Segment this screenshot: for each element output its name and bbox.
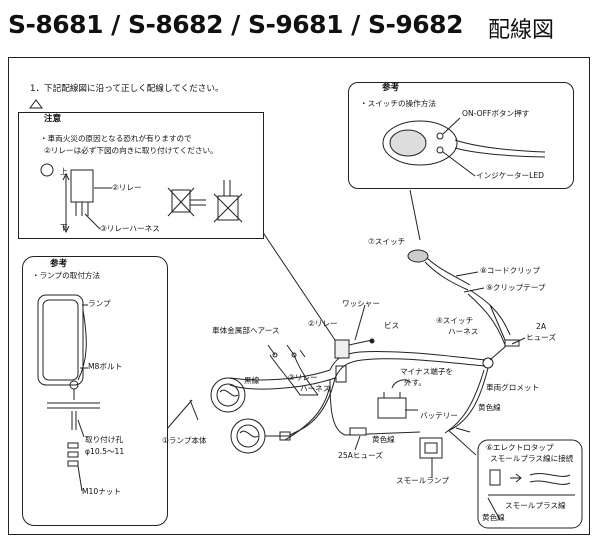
screw-label: ビス bbox=[384, 321, 400, 330]
relay-harness-label-1: ③リレー bbox=[288, 373, 318, 382]
yellow-wire-label-2: 黄色線 bbox=[372, 435, 395, 444]
caution-down-label: 下 bbox=[60, 223, 68, 232]
lamp-body-label: ①ランプ本体 bbox=[162, 436, 207, 445]
yellow-wire-label-3: 黄色線 bbox=[482, 513, 505, 522]
fuse-2a-label-2: ヒューズ bbox=[526, 333, 556, 342]
caution-up-label: 上 bbox=[60, 167, 68, 176]
lamp-ref-hole-label: 取り付け孔 bbox=[85, 435, 123, 444]
caution-heading: 注意 bbox=[44, 114, 62, 124]
etap-label-1: ⑥エレクトロタップ bbox=[486, 443, 554, 452]
battery-label: バッテリー bbox=[420, 411, 458, 420]
cord-clip-label: ⑧コードクリップ bbox=[480, 266, 540, 275]
caution-relay-harness-label: ③リレーハーネス bbox=[100, 224, 160, 233]
diagram-frame bbox=[8, 57, 590, 535]
black-wire-label: 黒線 bbox=[244, 376, 260, 385]
relay-label: ②リレー bbox=[308, 319, 338, 328]
switch-label: ⑦スイッチ bbox=[368, 237, 406, 246]
page-subtitle: 配線図 bbox=[488, 18, 555, 43]
caution-line-2: ②リレーは必ず下図の向きに取り付けてください。 bbox=[44, 146, 218, 155]
fuse-2a-label-1: 2A bbox=[536, 322, 547, 331]
lamp-ref-heading: 参考 bbox=[50, 259, 68, 269]
caution-line-1: ・車両火災の原因となる恐れが有りますので bbox=[40, 134, 192, 143]
body-ground-label: 車体金属部へアース bbox=[212, 326, 280, 335]
fuse-25a-label: 25Aヒューズ bbox=[338, 451, 383, 460]
page-title: S-8681 / S-8682 / S-9681 / S-9682 bbox=[8, 10, 463, 39]
minus-terminal-label-1: マイナス端子を bbox=[400, 367, 454, 376]
small-lamp-label: スモールランプ bbox=[396, 476, 449, 485]
lamp-ref-subtitle: ・ランプの取付方法 bbox=[32, 271, 101, 280]
small-plus-wire-label: スモールプラス線 bbox=[505, 501, 566, 510]
caution-relay-label: ②リレー bbox=[112, 183, 142, 192]
caution-box bbox=[18, 112, 264, 239]
grommet-label: 車両グロメット bbox=[486, 383, 540, 392]
yellow-wire-label-1: 黄色線 bbox=[478, 403, 501, 412]
switch-ref-led-label: インジケーターLED bbox=[476, 171, 545, 180]
instruction-text: 1．下記配線図に沿って正しく配線してください。 bbox=[30, 84, 224, 94]
switch-harness-label-2: ハーネス bbox=[448, 327, 479, 336]
relay-harness-label-2: ハーネス bbox=[300, 384, 331, 393]
lamp-ref-hole-size: φ10.5～11 bbox=[85, 447, 125, 456]
switch-ref-button-label: ON-OFFボタン押す bbox=[462, 109, 530, 118]
etap-label-2: スモールプラス線に接続 bbox=[490, 454, 574, 463]
lamp-ref-lamp-label: ランプ bbox=[88, 299, 111, 308]
minus-terminal-label-2: 外す。 bbox=[404, 378, 427, 387]
clip-tape-label: ⑨クリップテープ bbox=[486, 283, 546, 292]
washer-label: ワッシャー bbox=[342, 299, 380, 308]
switch-harness-label-1: ④スイッチ bbox=[436, 316, 474, 325]
lamp-ref-bolt-label: M8ボルト bbox=[88, 362, 123, 371]
lamp-ref-nut-label: M10ナット bbox=[82, 487, 121, 496]
switch-ref-subtitle: ・スイッチの操作方法 bbox=[360, 99, 436, 108]
switch-ref-heading: 参考 bbox=[382, 83, 400, 93]
